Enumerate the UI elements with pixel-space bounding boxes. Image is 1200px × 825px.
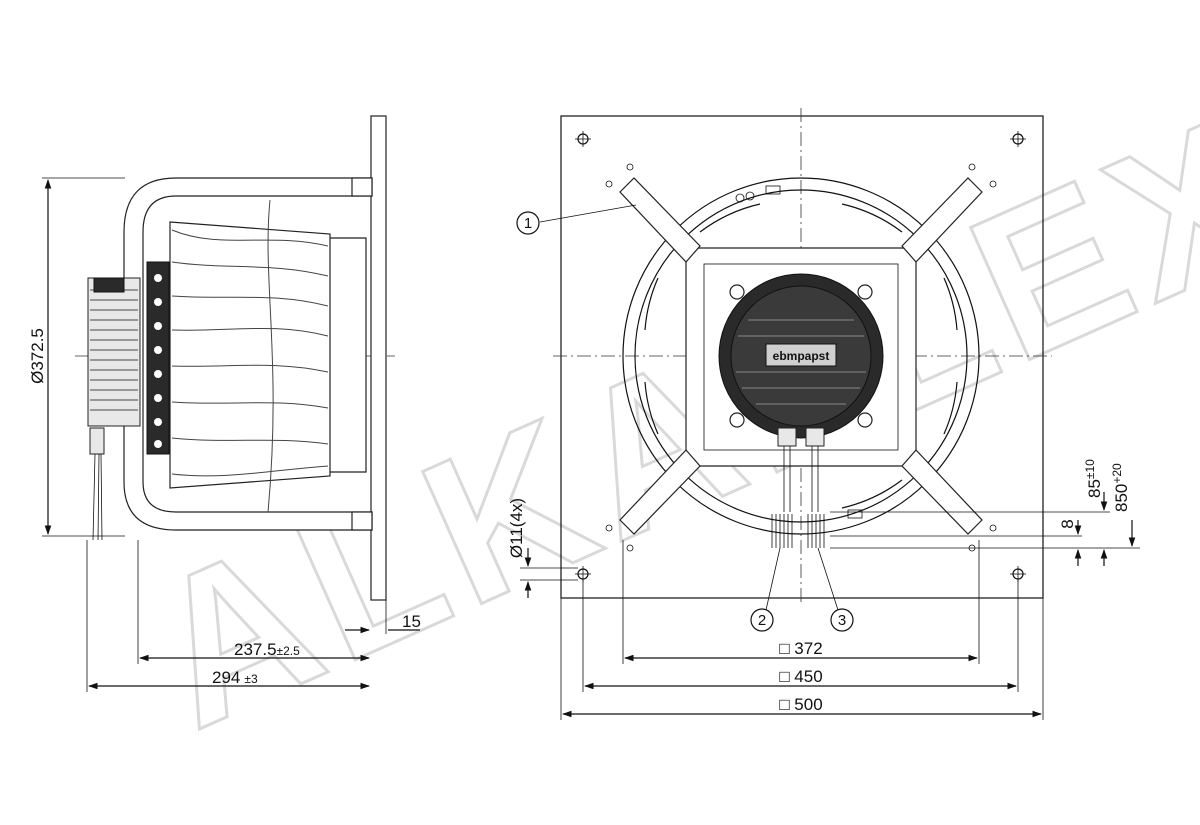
mounting-plate-side xyxy=(370,115,387,601)
backplate-bolts xyxy=(154,274,162,448)
callout-1-leader xyxy=(539,204,637,223)
fan-outer-ring xyxy=(622,177,980,535)
corner-holes xyxy=(575,131,1026,582)
dim-flange-label: 15 xyxy=(402,612,421,631)
dim-372-label: □ 372 xyxy=(779,639,822,658)
fan-inner-ring xyxy=(634,189,968,523)
diagonal-arms xyxy=(619,177,983,535)
ring-marker-2 xyxy=(745,191,755,201)
frame-clamp-bottom xyxy=(351,511,373,531)
mounting-plate-front xyxy=(560,115,1044,599)
ring-marker-1 xyxy=(735,193,745,203)
callout-2-bubble xyxy=(750,608,774,632)
motor-ribs xyxy=(736,319,866,405)
callout-3-leader xyxy=(817,547,839,611)
callout-3-bubble xyxy=(830,608,854,632)
dim-depth-total-label: 294±3 xyxy=(212,668,258,687)
cable-ends xyxy=(771,514,825,548)
cable-gland-right xyxy=(805,427,825,447)
impeller-side xyxy=(169,221,331,489)
dim-450-label: □ 450 xyxy=(779,667,822,686)
motor-cap xyxy=(93,277,125,293)
callout-2-label: 2 xyxy=(758,612,766,629)
callout-1-bubble xyxy=(516,211,540,235)
motor-fins xyxy=(90,289,138,411)
impeller-blades-side xyxy=(171,199,329,513)
dim-85-label: 85±10 xyxy=(1083,459,1104,498)
dim-diameter-label: Ø372.5 xyxy=(28,328,47,384)
cable-gland-side xyxy=(89,427,105,455)
front-view: ebmpapst 1 2 3 xyxy=(507,108,1140,720)
inlet-ring xyxy=(327,237,367,473)
dim-8-label: 8 xyxy=(1058,519,1077,528)
brand-plate xyxy=(765,343,837,367)
dim-depth-inner-label: 237.5±2.5 xyxy=(234,640,300,659)
dim-850-label: 850+20 xyxy=(1110,463,1131,512)
backplate-ring xyxy=(146,261,170,455)
callout-1-label: 1 xyxy=(524,215,532,232)
ring-label-top xyxy=(765,185,781,195)
brand-label: ebmpapst xyxy=(773,349,830,363)
dim-hole-label: Ø11(4x) xyxy=(507,498,526,558)
cable-leads-side xyxy=(92,453,103,541)
frame-clamp-top xyxy=(351,177,373,197)
callout-2-leader xyxy=(765,547,781,611)
ring-label-bottom xyxy=(847,509,863,519)
ring-slots xyxy=(644,203,958,509)
support-frame-side xyxy=(123,177,373,531)
dim-500-label: □ 500 xyxy=(779,695,822,714)
frame-inner xyxy=(703,263,899,451)
callout-3-label: 3 xyxy=(838,612,846,629)
motor-housing xyxy=(87,277,141,427)
side-view: Ø372.5 15 237.5±2.5 294±3 xyxy=(28,115,421,692)
motor-lugs xyxy=(729,284,873,428)
plate-rivets xyxy=(605,163,997,552)
cable-runs xyxy=(783,446,819,512)
cable-gland-left xyxy=(777,427,797,447)
